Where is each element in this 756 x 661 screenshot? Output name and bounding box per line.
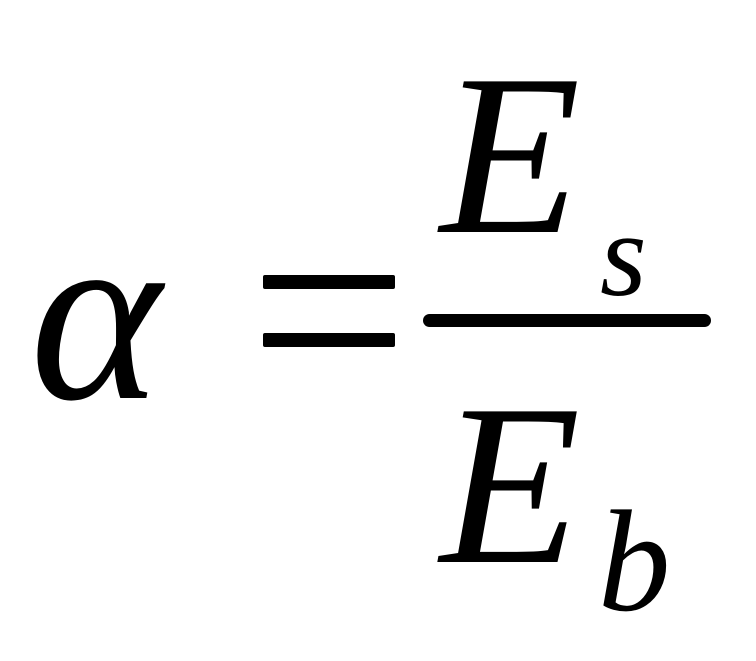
numerator-subscript: s xyxy=(600,188,647,321)
numerator-base: E xyxy=(440,27,581,282)
equals-sign-bottom-bar xyxy=(263,333,395,347)
alpha-symbol: α xyxy=(30,176,162,453)
denominator-base: E xyxy=(440,357,581,612)
equals-sign-top-bar xyxy=(263,275,395,289)
denominator-subscript: b xyxy=(598,482,671,642)
fraction-line xyxy=(423,314,711,327)
